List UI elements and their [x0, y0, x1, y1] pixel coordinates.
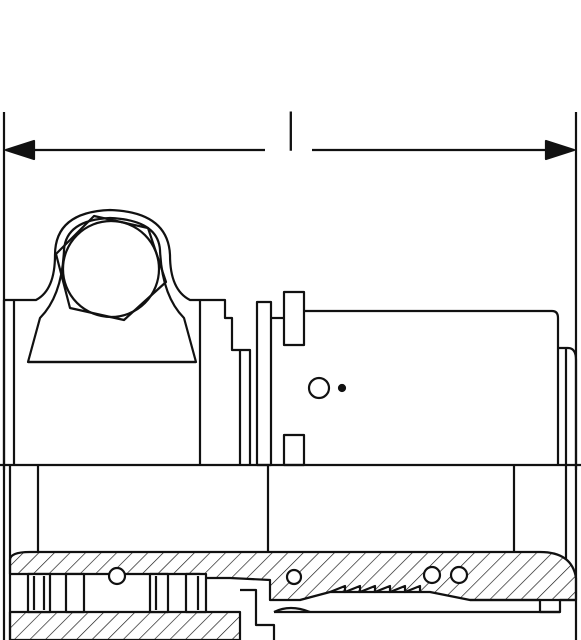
- section-view: [2, 465, 578, 640]
- right-sleeve: [304, 309, 578, 465]
- o-ring: [107, 566, 127, 586]
- arrowhead-left: [4, 139, 36, 161]
- o-ring: [422, 565, 442, 585]
- hex-nut: [54, 214, 168, 322]
- arrowhead-right: [544, 139, 576, 161]
- left-housing: [2, 208, 252, 465]
- dimension-label: l: [283, 104, 299, 164]
- o-ring: [449, 565, 469, 585]
- inspection-hole: [307, 376, 331, 400]
- hex-bore: [61, 219, 161, 319]
- o-ring: [285, 568, 303, 586]
- collar: [255, 290, 306, 467]
- serrated-tail: [329, 584, 422, 594]
- inspection-hole-small: [337, 383, 347, 393]
